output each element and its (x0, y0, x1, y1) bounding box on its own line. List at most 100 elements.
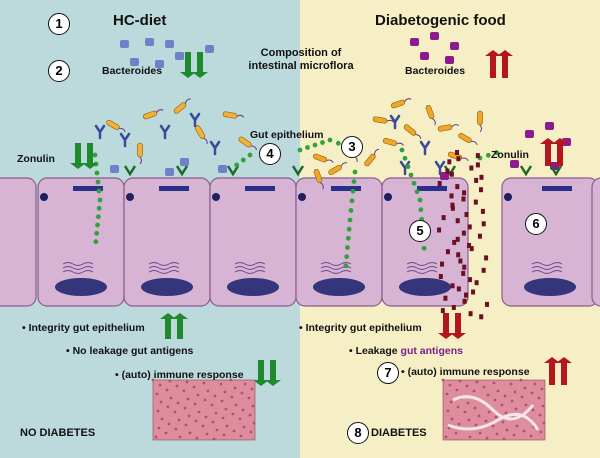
left-integrity-label: • Integrity gut epithelium (22, 322, 145, 334)
bacterium-body (173, 102, 187, 114)
antigen-particle (478, 187, 483, 193)
tissue-cell (213, 394, 217, 398)
tissue-cell (224, 407, 228, 411)
tissue-cell (239, 434, 243, 438)
tissue-cell (445, 392, 449, 396)
bacterium-flagellum (139, 156, 142, 165)
antibody-shape (434, 160, 446, 176)
tissue-cell (220, 399, 224, 403)
leakage-dot (411, 180, 417, 186)
trend-arrow (70, 143, 86, 169)
tissue-cell (514, 407, 518, 411)
leakage-dot (417, 197, 423, 203)
junction-anchor (212, 193, 220, 201)
leakage-dot (421, 245, 427, 251)
tissue-cell (473, 406, 477, 410)
leakage-dot (494, 150, 500, 156)
tissue-cell (176, 401, 180, 405)
trend-arrow (544, 357, 560, 385)
antigen-particle (467, 277, 472, 283)
bacterium-body (425, 104, 435, 120)
tissue-cell (221, 416, 225, 420)
tissue-cell (164, 431, 168, 435)
tissue-cell (468, 435, 472, 439)
tissue-cell (197, 410, 201, 414)
bacterium (194, 125, 208, 145)
leakage-dot (95, 222, 100, 228)
left-title: HC-diet (113, 12, 167, 29)
tight-junction-bar (331, 186, 361, 191)
trend-arrow (172, 313, 188, 339)
cell-organelle (148, 266, 180, 270)
tissue-cell (182, 389, 186, 393)
tissue-cell (214, 411, 218, 415)
tissue-cell (193, 402, 197, 406)
antigen-particle (484, 301, 489, 307)
tissue-cell (512, 433, 516, 437)
tissue-cell (524, 403, 528, 407)
antigen-particle (462, 190, 467, 196)
leakage-dot (347, 217, 353, 223)
bacterium (142, 109, 164, 120)
cell-organelle (320, 270, 352, 274)
antigen-particle (469, 246, 474, 252)
leakage-dot (485, 152, 491, 158)
trend-arrow (438, 313, 454, 339)
tissue-cell (156, 409, 160, 413)
leakage-dot (247, 152, 253, 158)
trend-arrow (540, 138, 556, 166)
microflora-label-line1: Composition of (260, 47, 342, 59)
leakage-dot (399, 147, 405, 153)
bacterium (364, 148, 380, 167)
bacterium-flagellum (250, 145, 257, 151)
epithelial-cell (591, 177, 600, 307)
trend-arrows-layer (70, 50, 572, 386)
food-particle (440, 172, 449, 180)
tissue-cell (504, 411, 508, 415)
antigen-particle (467, 243, 472, 248)
bacterium (390, 98, 412, 109)
tissue-cell (225, 424, 229, 428)
leakage-dot (349, 198, 355, 204)
food-particle (445, 56, 454, 64)
cell-organelle (531, 266, 563, 270)
leakage-dots-layer (92, 137, 500, 323)
leakage-dot (312, 142, 318, 148)
leakage-dot (305, 145, 310, 150)
epithelial-cell (0, 177, 37, 307)
right-bacteroides-label: Bacteroides (405, 65, 466, 77)
antigen-particle (449, 171, 454, 177)
antigen-particle (455, 218, 460, 224)
food-particle (545, 122, 554, 130)
tight-junction-bar (542, 186, 572, 191)
tissue-cell (523, 386, 527, 390)
tissue-cell (243, 382, 247, 386)
step-badge-4: 4 (259, 143, 281, 165)
food-particle (145, 38, 154, 46)
leakage-dot (345, 245, 350, 250)
junction-anchor (384, 193, 392, 201)
antigen-particle (481, 221, 486, 227)
bacterium-flagellum (184, 98, 191, 104)
tissue-cell (484, 419, 488, 423)
food-particle (510, 160, 519, 168)
trend-arrow (82, 143, 98, 169)
antigen-particle (449, 193, 454, 199)
tissue-cell (231, 412, 235, 416)
tissue-cell (474, 423, 478, 427)
tissue-image (152, 379, 256, 441)
tissue-cell (539, 430, 543, 434)
tissue-cell (234, 403, 238, 407)
antigen-particle (438, 274, 443, 279)
tissue-cell (530, 391, 534, 395)
tissue-cell (495, 432, 499, 436)
antigen-particle (475, 153, 480, 159)
tissue-cell (168, 379, 172, 383)
tissue-cell (538, 413, 542, 417)
bacterium (106, 119, 126, 133)
left-zonulin-label: Zonulin (17, 153, 55, 165)
right-leakage-highlight: gut antigens (400, 345, 463, 357)
tissue-cell (491, 424, 495, 428)
cell-organelle (148, 270, 180, 274)
